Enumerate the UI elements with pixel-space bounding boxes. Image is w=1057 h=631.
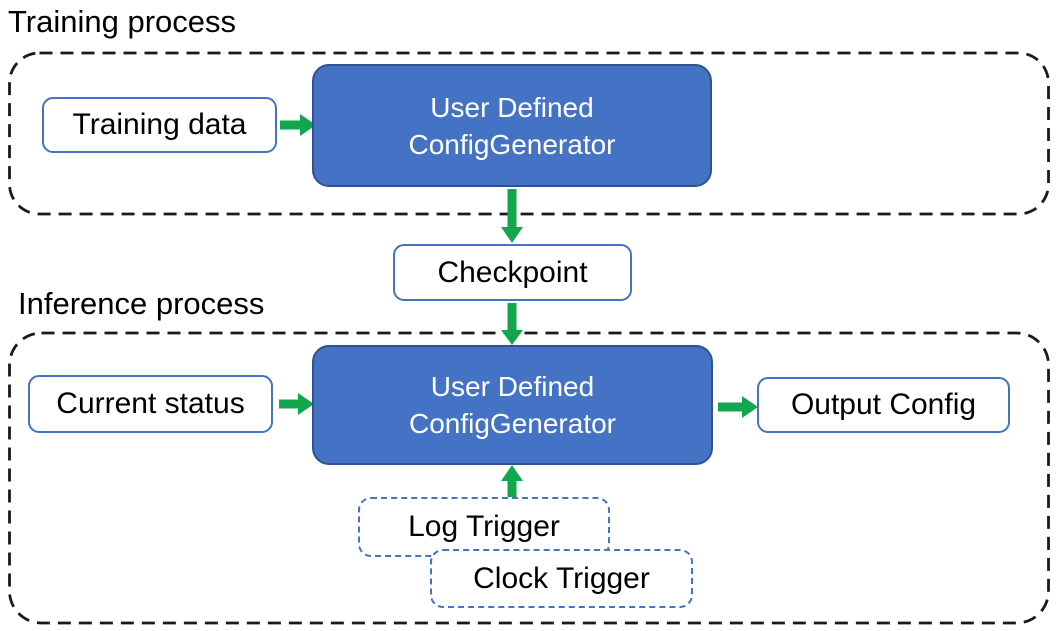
arrow-checkpoint-to-inference-generator <box>501 303 523 345</box>
training-generator-line2: ConfigGenerator <box>408 128 616 160</box>
inference-process-container <box>8 331 1050 625</box>
current-status-box: Current status <box>28 375 273 433</box>
arrow-training-data-to-generator <box>280 114 316 136</box>
training-process-title: Training process <box>8 4 237 39</box>
training-generator-box: User Defined ConfigGenerator <box>312 64 712 187</box>
arrow-generator-to-checkpoint <box>501 189 523 243</box>
inference-generator-box: User Defined ConfigGenerator <box>312 345 713 465</box>
arrow-current-status-to-generator <box>279 393 314 415</box>
inference-generator-line2: ConfigGenerator <box>408 408 616 439</box>
arrow-log-trigger-to-generator <box>501 465 523 497</box>
inference-generator-line1: User Defined <box>430 371 595 402</box>
clock-trigger-box: Clock Trigger <box>430 549 693 608</box>
training-data-box: Training data <box>42 97 277 153</box>
arrow-generator-to-output-config <box>718 396 758 418</box>
training-process-container <box>8 51 1050 216</box>
log-trigger-box: Log Trigger <box>358 497 610 557</box>
inference-process-title: Inference process <box>18 286 265 321</box>
checkpoint-box: Checkpoint <box>393 244 632 301</box>
training-generator-line1: User Defined <box>430 91 594 123</box>
output-config-box: Output Config <box>757 377 1010 433</box>
